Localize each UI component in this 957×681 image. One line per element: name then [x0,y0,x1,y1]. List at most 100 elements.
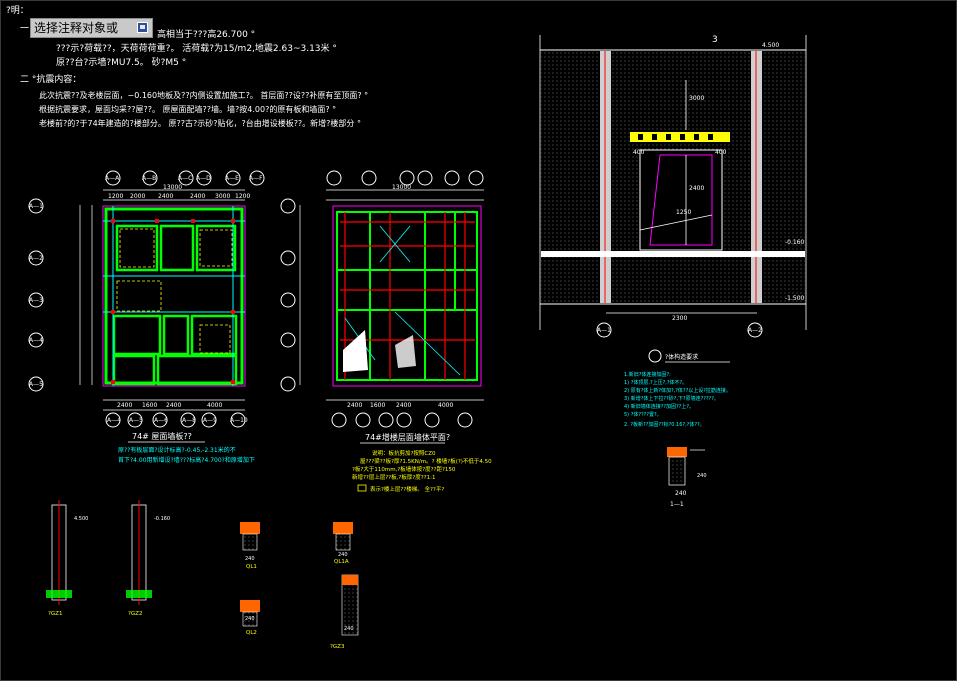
note-line: 5) ?体????置?。 [624,411,662,418]
gz1-footing [46,590,72,598]
gz3-dim: 240 [344,626,354,632]
elev-opening [639,149,723,251]
right-plan-note: 屋???梁??板?厚?1.5KN/m。? 楼墙?板(?)不低于4.50 [360,457,492,465]
notes-axis-circle [648,349,662,363]
elev-dim-small1: 400 [633,149,645,156]
gz2-label: ?GZ2 [128,611,142,617]
right-plan-hatch [343,330,416,372]
dim: 2400 [190,193,205,200]
axis-label: A—4 [107,417,121,424]
section-dim-b: 240 [697,473,707,479]
gz3-beam [342,575,358,585]
command-tooltip: 选择注释对象或 [30,18,153,38]
elev-panel-right [763,51,805,251]
section-dim-a: 240 [675,490,687,497]
ql1-wall [242,533,258,551]
design-notes: ?明： 一 高相当于???高26.700 ° ???示?荷载??，天荷荷荷重?。… [6,5,368,128]
elev-lintel-blocks [638,134,713,140]
axis-label: A—6 [154,417,168,424]
dim: 2400 [396,402,411,409]
dim: 1200 [108,193,123,200]
left-plan-bottom-axes [105,412,246,428]
dim: 2400 [166,402,181,409]
elev-level-bot: -1.500 [785,295,805,302]
axis-label: A—F [249,175,263,182]
disk-icon[interactable] [137,22,148,33]
axis-label: A—C [178,175,192,182]
note-line: 3) 新增?体上下拉??砂?,下?原墙连?????。 [624,395,719,402]
dim: 3000 [215,193,230,200]
elev-level-mid: -0.160 [785,239,805,246]
left-floor-plan[interactable]: A—A A—B A—C A—D A—E A—F 13000 1200 2000 … [28,170,265,464]
tooltip-text: 选择注释对象或 [34,21,119,35]
axis-label: A—B [142,175,156,182]
dim: 1600 [142,402,157,409]
axis-label: A—3 [29,297,43,304]
ql1a-beam [333,522,353,534]
right-plan-title: 74#增楼层面墙体平面? [365,432,450,442]
elev-dim-small2: 400 [715,149,727,156]
axis-label: A—9 [203,417,217,424]
dim: 2400 [117,402,132,409]
notes-title: ?体构造要求 [665,353,698,361]
gz2-level: -0.160 [154,516,170,522]
right-plan-outline [332,205,482,387]
axis-label: A—8 [182,417,196,424]
ql2-wall [242,611,258,627]
elev-axis-label-right: A—2 [748,327,762,334]
axis-label: A—10 [230,417,248,424]
plan-columns [111,219,235,384]
dim: 2400 [347,402,362,409]
elev-dim-diag [639,214,713,231]
notes-section1-marker: 一 [20,24,29,34]
plan-outline [102,205,246,387]
elev-dim-vert: 2400 [689,185,704,192]
elev-level-top: 4.500 [762,42,779,49]
right-plan-note: 新增??层上层??板,?板厚?度??1:1 [352,473,435,481]
plan-inner-walls [112,224,238,386]
gz2-footing [126,590,152,598]
legend-swatch [357,484,367,492]
notes-line2: ???示?荷载??，天荷荷荷重?。 活荷载?为15/m2,地震2.63~3.13… [56,42,337,54]
elev-floor-beam [541,251,805,257]
right-plan-dim-lines [299,189,484,401]
axis-label: A—E [225,175,239,182]
dim: 2400 [158,193,173,200]
elev-opening-profile [649,154,713,246]
elev-panel-left [541,51,599,251]
dim: 4000 [207,402,222,409]
left-plan-top-axes [105,170,265,186]
axis-label: A—5 [29,381,43,388]
gz3-label: ?GZ3 [330,644,345,650]
plan-beams [103,206,245,386]
dim: 1200 [235,193,250,200]
wall-requirements-notes: ?体构造要求 1.新旧?体连接加固?: 1) ?体顶层,?上压?,?体不?。 2… [624,349,731,508]
note-line: 1) ?体顶层,?上压?,?体不?。 [624,379,687,386]
section-label: 1—1 [670,501,684,508]
total-dim: 13000 [163,184,182,191]
gz1-label: ?GZ1 [48,611,62,617]
ql1-label: QL1 [246,564,257,570]
right-plan-note: 说明：板抗剪加?按照CZ0 [372,449,436,457]
dim: 1600 [370,402,385,409]
plan-dashed-openings [116,228,233,354]
left-plan-title: 74# 屋面墙板?? [132,431,192,441]
right-plan-top-axes [326,170,484,186]
elev-panel-br [763,257,805,303]
right-floor-plan[interactable]: 2400 1600 2400 4000 13000 74#增楼层面墙体平面? 说… [280,170,492,493]
ql2-beam [240,600,260,612]
note-line: 2. ?板新??加固??标?0.16?,?体??。 [624,421,705,428]
right-plan-bottom-axes [331,412,473,428]
ql2-label: QL2 [246,630,257,636]
right-plan-side-axes [280,198,296,392]
notes-line3: 原??台?示墙?MU7.5。 砂?M5 ° [56,56,186,68]
left-plan-caption2: 首下?4.00用新增设?墙???标高?4.700?和原增加下 [118,456,255,464]
right-plan-legend: 表示?楼上层??楼梯。 全??平? [370,485,444,493]
wall-elevation[interactable]: 3 4.500 -0.160 -1.500 2300 3000 400 400 … [539,35,807,338]
ql1-dim: 240 [245,556,255,562]
elev-dim-mid: 1250 [676,209,691,216]
elev-axis-label-left: A—1 [597,327,611,334]
ql1a-label: QL1A [334,559,349,565]
column-details[interactable]: ?GZ1 4.500 ?GZ2 -0.160 QL1 240 QL1A 240 … [46,500,359,650]
